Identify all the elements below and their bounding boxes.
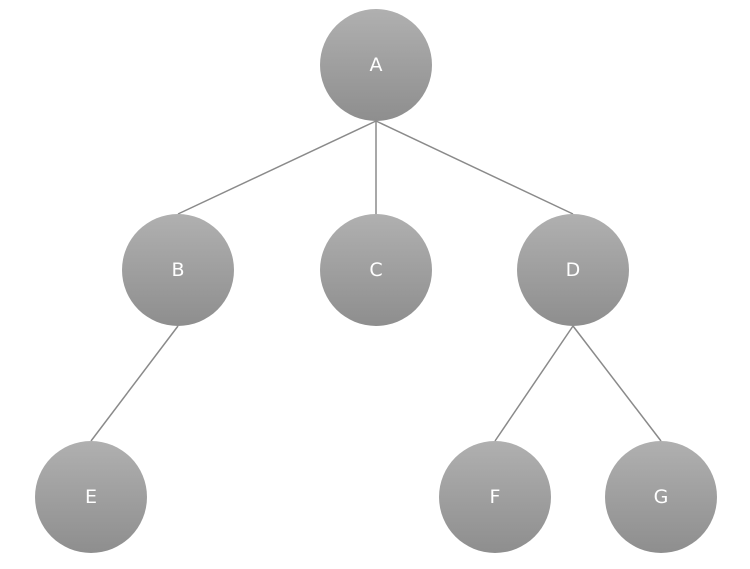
node-f: F bbox=[439, 441, 551, 553]
node-g: G bbox=[605, 441, 717, 553]
edge-d-g bbox=[572, 325, 662, 442]
node-c: C bbox=[320, 214, 432, 326]
node-circle-f bbox=[439, 441, 551, 553]
edge-b-e bbox=[90, 325, 179, 442]
edges-layer bbox=[90, 120, 662, 442]
node-label-d: D bbox=[566, 259, 581, 281]
node-circle-e bbox=[35, 441, 147, 553]
node-label-b: B bbox=[171, 259, 184, 281]
edge-a-d bbox=[375, 120, 574, 215]
node-label-e: E bbox=[85, 486, 97, 508]
nodes-layer: A B C D E F G bbox=[35, 9, 717, 553]
node-a: A bbox=[320, 9, 432, 121]
node-circle-g bbox=[605, 441, 717, 553]
edge-a-b bbox=[177, 120, 377, 215]
node-circle-c bbox=[320, 214, 432, 326]
node-circle-a bbox=[320, 9, 432, 121]
edge-d-f bbox=[494, 325, 574, 442]
node-e: E bbox=[35, 441, 147, 553]
node-label-g: G bbox=[654, 486, 669, 508]
node-b: B bbox=[122, 214, 234, 326]
node-label-c: C bbox=[369, 259, 382, 281]
node-label-a: A bbox=[370, 54, 383, 76]
node-circle-b bbox=[122, 214, 234, 326]
node-label-f: F bbox=[490, 486, 501, 508]
node-circle-d bbox=[517, 214, 629, 326]
node-d: D bbox=[517, 214, 629, 326]
